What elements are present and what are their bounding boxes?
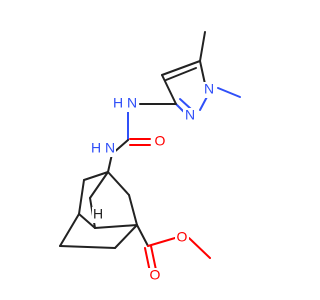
hydrogen-atom-label: H <box>93 206 103 222</box>
bond <box>59 245 116 249</box>
molecule-structure-diagram: N N H N H N O O O H <box>59 31 241 284</box>
bond <box>83 171 109 181</box>
oxygen-atom-label: O <box>155 133 166 149</box>
nh-nitrogen-label: N <box>105 140 115 156</box>
nh-hydrogen-label: H <box>91 140 101 156</box>
bond <box>128 194 138 226</box>
bond <box>199 60 206 85</box>
bond <box>59 213 80 247</box>
methyl-ester-group <box>136 224 211 273</box>
bond <box>78 179 85 215</box>
bond <box>147 237 176 247</box>
nitrogen-atom-label: N <box>204 81 214 97</box>
bond <box>199 31 206 62</box>
bond <box>78 213 96 229</box>
nh-nitrogen-label: N <box>127 95 137 111</box>
bond <box>161 60 201 76</box>
oxygen-atom-label: O <box>177 229 188 245</box>
bond <box>217 87 241 98</box>
oxygen-atom-label: O <box>150 267 161 283</box>
bond <box>188 237 211 259</box>
bond <box>165 67 197 81</box>
bond <box>107 171 130 196</box>
nh-hydrogen-label: H <box>113 95 123 111</box>
urea-linker <box>107 103 177 173</box>
bond <box>161 74 177 105</box>
bond <box>150 245 157 271</box>
bond <box>136 224 149 247</box>
bond <box>179 98 192 110</box>
bond <box>94 224 138 229</box>
atom-labels: N N H N H N O O O H <box>90 81 216 284</box>
bond <box>89 171 109 199</box>
nitrogen-atom-label: N <box>185 107 195 123</box>
bond <box>114 224 138 249</box>
adamantane-cage <box>59 171 138 249</box>
